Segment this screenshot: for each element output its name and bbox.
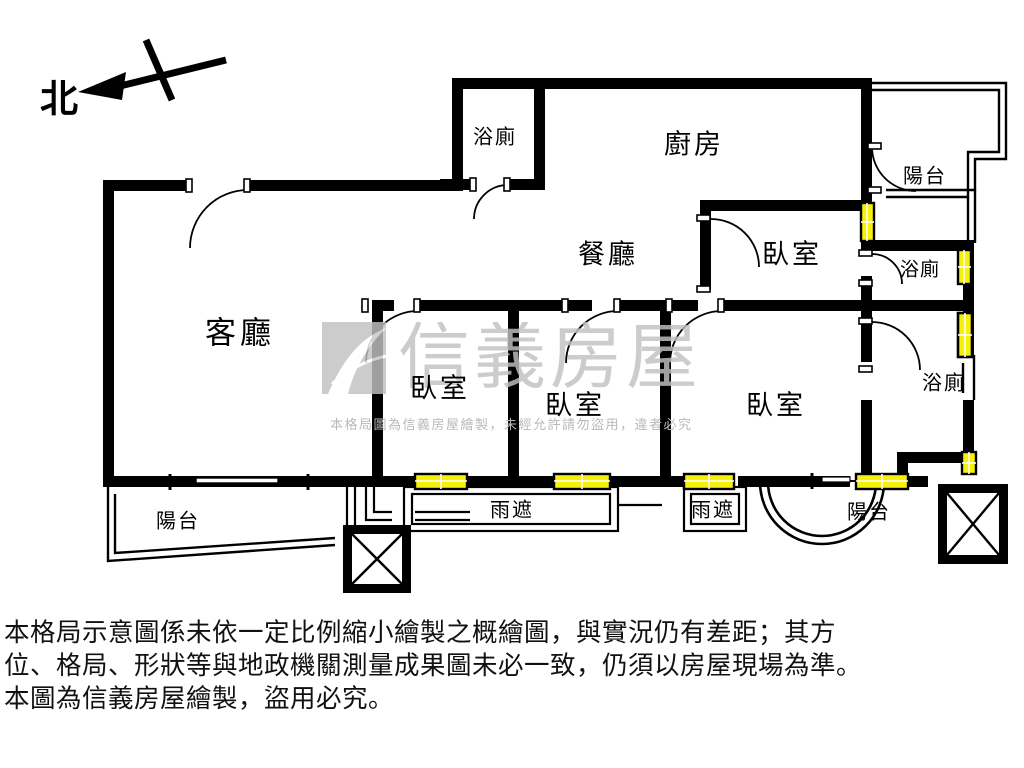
room-label-balcony-3: 陽台: [847, 501, 891, 524]
north-label: 北: [40, 79, 79, 121]
window-bath2-east: [956, 248, 973, 286]
watermark-notice: 本格局圖為信義房屋繪製，未經允許請勿盜用，違者必究: [330, 417, 693, 432]
room-label-bedroom-3: 臥室: [410, 373, 470, 404]
living-room-window-sill: [168, 474, 310, 490]
right-step-lines: [961, 355, 976, 400]
room-label-living-room: 客廳: [205, 315, 275, 351]
window-bedroom2-south-a: [682, 472, 736, 491]
room-label-bedroom-4: 臥室: [545, 390, 605, 421]
room-label-balcony-1: 陽台: [156, 510, 200, 533]
balcony-3-arc: [758, 481, 886, 546]
window-bath3-east: [956, 311, 974, 359]
door-leaves: [185, 142, 882, 373]
windows-group: [413, 201, 978, 491]
room-label-bedroom-1: 臥室: [762, 239, 822, 270]
window-bedroom4-south: [552, 472, 612, 491]
room-label-balcony-2: 陽台: [903, 165, 947, 188]
disclaimer-line-1: 本格局示意圖係未依一定比例縮小繪製之概繪圖，與實況仍有差距；其方: [4, 618, 837, 647]
column-box-right: [938, 484, 1008, 564]
north-arrow-icon: [78, 38, 227, 102]
window-bath3-south: [960, 450, 978, 476]
room-label-bathroom-1: 浴廁: [473, 126, 517, 149]
window-bedroom1-east: [859, 201, 876, 243]
window-balcony3-south: [854, 472, 910, 491]
room-label-awning-2: 雨遮: [691, 499, 735, 522]
room-label-dining-room: 餐廳: [578, 239, 638, 270]
room-label-bathroom-3: 浴廁: [922, 372, 966, 395]
window-bedroom3-south: [413, 472, 469, 491]
ledge-lines: [364, 487, 470, 522]
room-label-bedroom-2: 臥室: [746, 390, 806, 421]
column-box-left: [343, 525, 411, 593]
plan-vector-layer: [78, 38, 1008, 593]
disclaimer-line-2: 位、格局、形狀等與地政機關測量成果圖未必一致，仍須以房屋現場為準。: [4, 651, 863, 681]
disclaimer-text: 本格局示意圖係未依一定比例縮小繪製之概繪圖，與實況仍有差距；其方 位、格局、形狀…: [4, 616, 1020, 715]
disclaimer-line-3: 本圖為信義房屋繪製，盜用必究。: [4, 684, 395, 714]
balcony-outlines: [106, 81, 1008, 563]
floor-plan-drawing: 信義房屋 本格局圖為信義房屋繪製，未經允許請勿盜用，違者必究 北 客廳 餐廳 廚…: [40, 38, 1008, 593]
room-label-awning-1: 雨遮: [490, 499, 534, 522]
room-label-bathroom-2: 浴廁: [899, 259, 941, 281]
room-label-kitchen: 廚房: [664, 129, 724, 160]
